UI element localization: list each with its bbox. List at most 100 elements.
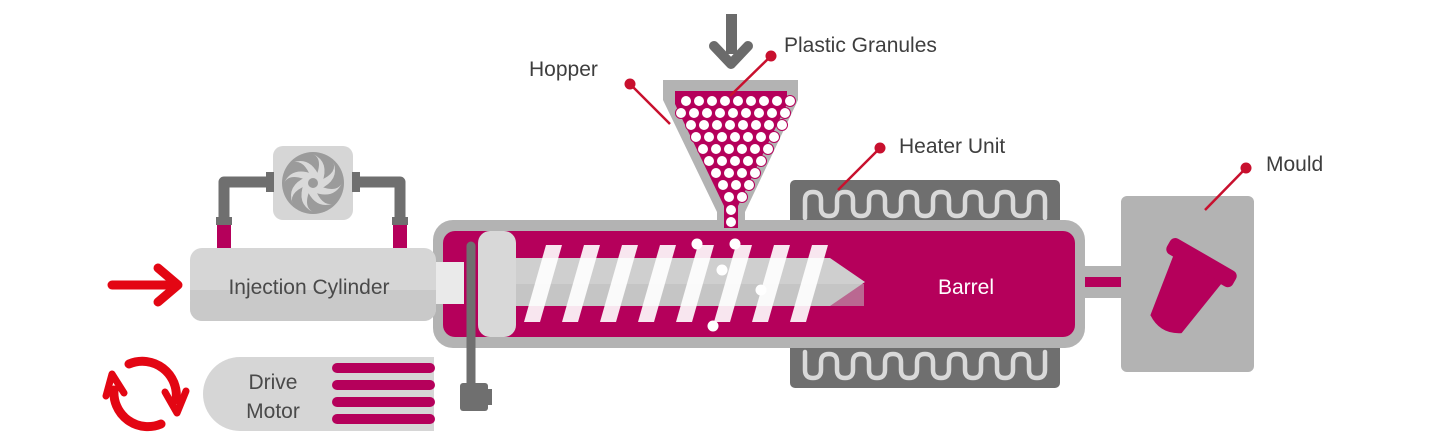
- screw-flight: [638, 245, 676, 322]
- fan-blade: [313, 154, 325, 183]
- granule: [723, 191, 735, 203]
- granule: [762, 143, 774, 155]
- granule: [732, 95, 744, 107]
- granule: [766, 107, 778, 119]
- granule: [716, 131, 728, 143]
- fan-blade: [313, 162, 336, 190]
- granule: [688, 107, 700, 119]
- granule: [714, 107, 726, 119]
- screw-flight: [752, 245, 790, 322]
- granule: [750, 119, 762, 131]
- screw-flight: [790, 245, 828, 322]
- granule: [724, 119, 736, 131]
- granule: [736, 167, 748, 179]
- granule: [755, 131, 767, 143]
- molten-granules: [691, 238, 767, 332]
- mould-label: Mould: [1266, 153, 1323, 176]
- fan-blade: [292, 160, 320, 183]
- granule: [710, 143, 722, 155]
- granule: [742, 131, 754, 143]
- heater-unit-label: Heater Unit: [899, 135, 1005, 158]
- drive-shaft: [460, 241, 492, 411]
- screw-flight: [714, 245, 752, 322]
- heater-unit-callout: Heater Unit: [837, 135, 1005, 191]
- granule: [723, 143, 735, 155]
- granule: [763, 119, 775, 131]
- granule: [685, 119, 697, 131]
- heater-coil-bottom: [802, 349, 1048, 381]
- granule: [729, 155, 741, 167]
- granule: [743, 179, 755, 191]
- granule: [675, 107, 687, 119]
- fan-icon: [266, 146, 360, 220]
- injection-cylinder-label: Injection Cylinder: [228, 276, 389, 299]
- screw-flights: [524, 245, 828, 322]
- granule: [716, 155, 728, 167]
- granule: [698, 119, 710, 131]
- granule: [771, 95, 783, 107]
- granule: [693, 95, 705, 107]
- fan-blade: [313, 183, 342, 195]
- granule: [768, 131, 780, 143]
- hydraulic-pipes: [216, 176, 408, 249]
- mould-callout: Mould: [1204, 153, 1323, 211]
- granule: [690, 131, 702, 143]
- hopper-label: Hopper: [529, 58, 598, 81]
- granule: [737, 119, 749, 131]
- granule: [703, 131, 715, 143]
- barrel-label: Barrel: [938, 276, 994, 299]
- granule: [727, 107, 739, 119]
- granule: [703, 155, 715, 167]
- granule: [755, 155, 767, 167]
- granule: [701, 107, 713, 119]
- rotate-arrows-icon: [102, 356, 190, 432]
- nozzle-channel: [1078, 277, 1148, 287]
- mould: [1121, 196, 1254, 372]
- granule: [779, 107, 791, 119]
- granule: [729, 131, 741, 143]
- fan-blade: [306, 183, 334, 206]
- fan-blade: [301, 183, 313, 212]
- plastic-granules-label: Plastic Granules: [784, 34, 937, 57]
- granule: [736, 191, 748, 203]
- granule: [697, 143, 709, 155]
- arrow-down-icon: [709, 14, 753, 69]
- granule: [745, 95, 757, 107]
- granule: [740, 107, 752, 119]
- granule: [711, 119, 723, 131]
- arrow-right-icon: [107, 263, 183, 307]
- granule: [725, 216, 737, 228]
- fan-blade: [290, 176, 313, 204]
- granule: [758, 95, 770, 107]
- heater-coil-top: [802, 189, 1048, 221]
- drive-motor: Drive Motor: [203, 357, 435, 431]
- granule: [753, 107, 765, 119]
- granule: [717, 179, 729, 191]
- granule: [736, 143, 748, 155]
- fan-blade: [284, 171, 313, 183]
- screw-flight: [562, 245, 600, 322]
- granule: [680, 95, 692, 107]
- plastic-granules-callout: Plastic Granules: [729, 34, 937, 97]
- granule: [730, 179, 742, 191]
- granule: [742, 155, 754, 167]
- granule: [710, 167, 722, 179]
- granule: [749, 167, 761, 179]
- screw-flight: [600, 245, 638, 322]
- plastic-granules: [675, 95, 796, 228]
- screw: [434, 231, 865, 337]
- screw-flight: [524, 245, 562, 322]
- granule: [719, 95, 731, 107]
- drive-motor-label-line1: Drive: [248, 371, 297, 394]
- heater-unit: [790, 180, 1060, 388]
- screw-flight: [676, 245, 714, 322]
- drive-motor-label-line2: Motor: [246, 400, 300, 423]
- granule: [776, 119, 788, 131]
- granule: [784, 95, 796, 107]
- hopper-callout: Hopper: [529, 58, 671, 125]
- granule: [706, 95, 718, 107]
- granule: [723, 167, 735, 179]
- granule: [749, 143, 761, 155]
- injection-cylinder: Injection Cylinder: [190, 248, 436, 321]
